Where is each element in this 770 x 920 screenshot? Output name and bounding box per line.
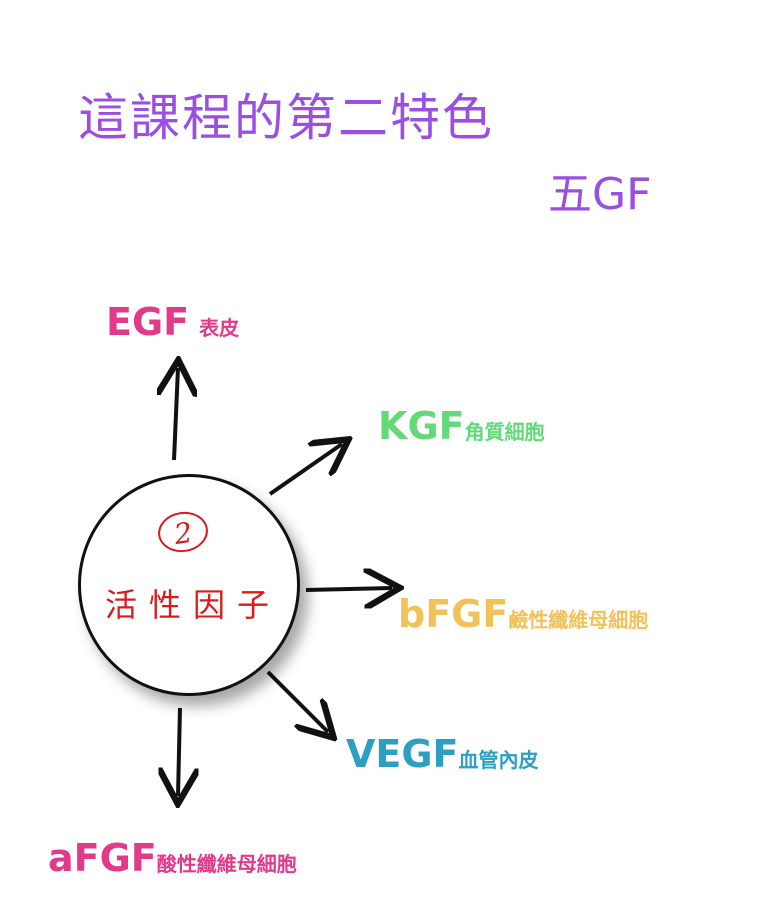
factor-vegf: VEGF血管內皮 <box>346 732 539 776</box>
arrow-to-kgf <box>268 444 342 496</box>
factor-afgf-desc: 酸性纖維母細胞 <box>156 852 297 876</box>
arrow-to-bfgf <box>305 588 392 590</box>
arrow-to-afgf <box>178 707 180 796</box>
factor-vegf-desc: 血管內皮 <box>458 748 539 772</box>
factor-afgf-code: aFGF <box>48 836 157 880</box>
active-factor-circle <box>78 474 300 696</box>
factor-egf-desc: 表皮 <box>199 316 240 340</box>
factor-bfgf-code: bFGF <box>398 592 509 636</box>
factor-afgf: aFGF酸性纖維母細胞 <box>48 836 297 880</box>
factor-kgf-desc: 角質細胞 <box>464 420 545 444</box>
arrow-to-egf <box>174 368 178 461</box>
page-subtitle: 五GF <box>548 169 652 220</box>
factor-bfgf-desc: 鹼性纖維母細胞 <box>508 608 649 632</box>
factor-kgf: KGF角質細胞 <box>378 404 545 448</box>
factor-egf-code: EGF <box>106 300 190 344</box>
factor-bfgf: bFGF鹼性纖維母細胞 <box>398 592 648 636</box>
factor-egf: EGF 表皮 <box>106 300 239 344</box>
center-label: 活性因子 <box>104 586 281 624</box>
arrow-to-vegf <box>266 670 328 732</box>
factor-vegf-code: VEGF <box>346 732 459 776</box>
factor-kgf-code: KGF <box>378 404 465 448</box>
page-title: 這課程的第二特色 <box>78 89 494 147</box>
